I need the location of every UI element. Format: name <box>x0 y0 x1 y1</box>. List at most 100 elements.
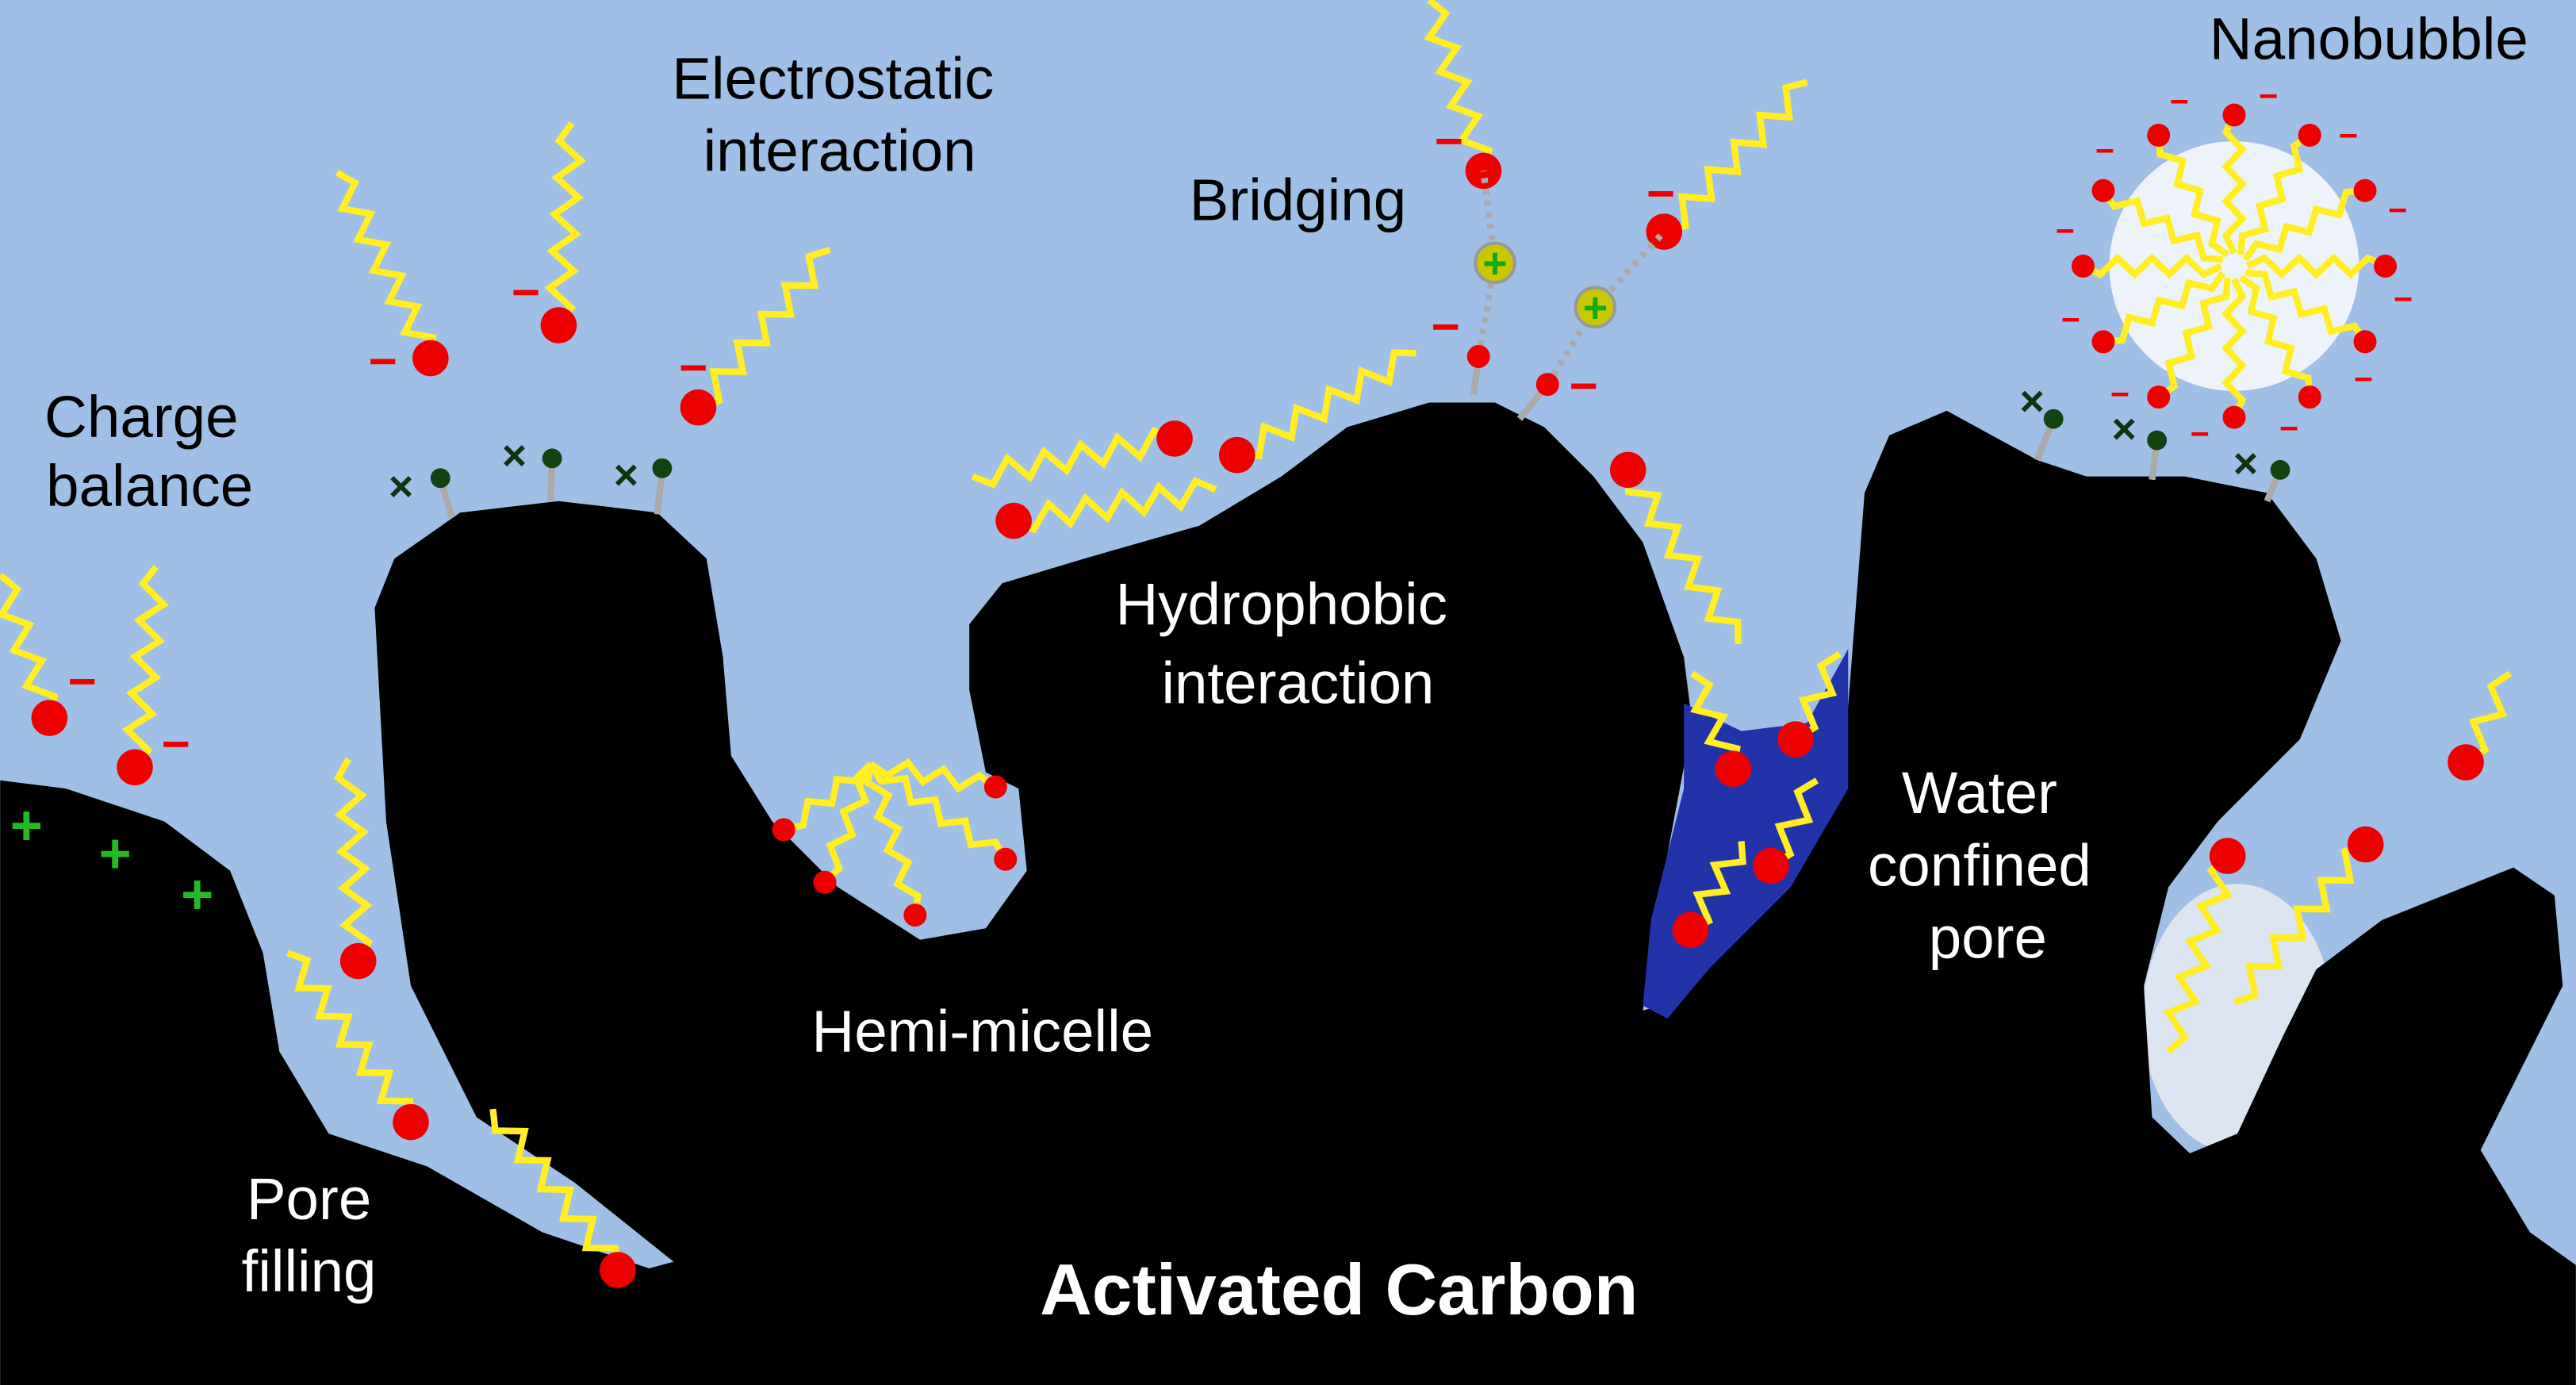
positive-charge: + <box>1583 284 1608 332</box>
surfactant-tail <box>333 757 374 963</box>
negative-charge: − <box>2056 213 2075 249</box>
surfactant-head <box>772 818 795 842</box>
cation-bridge <box>1574 286 1617 329</box>
surface-group <box>2270 459 2290 480</box>
surfactant-tail <box>2242 187 2366 262</box>
negative-charge: − <box>2191 416 2210 452</box>
surfactant-head <box>393 1103 429 1141</box>
surface-group-mark: × <box>2233 440 2258 488</box>
surfactant-head <box>994 847 1018 871</box>
label-pore-filling: Pore <box>247 1166 371 1232</box>
surfactant-tail <box>1663 79 1808 236</box>
nanobubble <box>2109 141 2359 391</box>
surfactant-head <box>2091 178 2115 202</box>
surfactant-tail <box>2244 269 2368 344</box>
negative-charge: − <box>1570 359 1598 413</box>
surfactant-tail <box>868 762 1009 861</box>
positive-charge: + <box>181 863 213 926</box>
label-hydrophobic: interaction <box>1161 650 1434 716</box>
surfactant-tail <box>1690 670 1741 770</box>
label-bridging: Bridging <box>1190 167 1407 233</box>
surfactant-head <box>2147 124 2171 148</box>
surfactant-head <box>2298 386 2321 409</box>
negative-charge: − <box>2061 301 2080 338</box>
surfactant-head <box>1609 451 1646 489</box>
label-charge-balance: balance <box>46 453 253 519</box>
surfactant-head <box>2353 330 2377 354</box>
surfactant-head <box>2209 838 2246 874</box>
surfactant-head <box>995 502 1032 539</box>
negative-charge: − <box>679 341 707 396</box>
bridge-link <box>1593 229 1667 310</box>
surfactant-head <box>680 389 717 426</box>
surfactant-tail <box>2245 253 2387 279</box>
surfactant-tail <box>1769 777 1819 869</box>
surface-group-mark: × <box>614 451 638 499</box>
surfactant-head <box>2222 405 2246 429</box>
label-pore-filling: filling <box>242 1238 377 1304</box>
surface-group-mark: × <box>502 432 527 479</box>
negative-charge: − <box>2170 83 2189 120</box>
surfactant-head <box>813 870 837 894</box>
negative-charge: − <box>2339 117 2358 154</box>
label-water-confined-pore: Water <box>1902 760 2057 826</box>
surfactant-head <box>1466 344 1490 368</box>
surfactant-tail <box>0 572 59 719</box>
surfactant-tail <box>1624 470 1742 644</box>
label-charge-balance: Charge <box>44 384 238 450</box>
surfactant-head <box>339 942 377 980</box>
surfactant-head <box>600 1252 636 1288</box>
surfactant-head <box>2147 386 2171 409</box>
surfactant-tail <box>2221 113 2248 255</box>
surfactant-head <box>903 904 927 927</box>
label-water-confined-pore: confined <box>1868 832 2091 898</box>
surfactant-head <box>2374 255 2398 278</box>
surfactant-tail <box>544 121 586 328</box>
surfactant-tail <box>2081 253 2223 279</box>
surfactant-tail <box>489 1108 622 1271</box>
negative-charge: − <box>2110 376 2129 412</box>
negative-charge: − <box>68 654 97 709</box>
surfactant-tail <box>2463 670 2513 765</box>
surface-group-mark: × <box>2112 405 2137 453</box>
negative-charge: − <box>2279 410 2298 447</box>
positive-charge: + <box>1482 240 1507 287</box>
negative-charge: − <box>2394 281 2413 317</box>
label-hydrophobic: Hydrophobic <box>1115 571 1447 637</box>
surfactant-head <box>2347 826 2384 863</box>
surfactant-tail <box>2100 188 2224 263</box>
surfactant-tail <box>2237 132 2312 255</box>
surfactant-head <box>540 307 577 343</box>
label-nanobubble: Nanobubble <box>2210 6 2528 72</box>
surface-group-mark: × <box>2020 378 2045 425</box>
surface-group <box>430 468 450 489</box>
surfactant-tail <box>2221 278 2248 419</box>
surfactant-tail <box>1689 841 1746 934</box>
surfactant-tail <box>697 246 831 411</box>
surface-group <box>652 458 673 478</box>
surfactant-tail <box>335 169 437 359</box>
bridge-link <box>1544 305 1598 386</box>
surface-group <box>2043 409 2064 429</box>
label-electrostatic: Electrostatic <box>672 45 994 111</box>
negative-charge: − <box>2095 132 2114 169</box>
surfactant-tail <box>1424 0 1493 172</box>
surfactant-tail <box>286 950 415 1122</box>
surfactant-head <box>1535 373 1559 397</box>
surfactant-head <box>1715 750 1752 788</box>
negative-charge: − <box>512 265 540 320</box>
surfactant-tail <box>2155 135 2230 258</box>
surfactant-tail <box>971 426 1176 489</box>
activated-carbon-surface <box>0 402 2576 1385</box>
surfactant-head <box>31 700 68 736</box>
surfactant-tail <box>1793 650 1842 742</box>
surfactant-tail <box>868 758 998 793</box>
surface-group <box>542 448 562 469</box>
negative-charge: − <box>2259 78 2278 114</box>
surfactant-head <box>117 749 153 786</box>
label-hemi-micelle: Hemi-micelle <box>811 999 1153 1065</box>
surfactant-tail <box>2103 270 2226 345</box>
diagram-labels: Electrostatic interaction Bridging Nanob… <box>44 6 2528 1330</box>
cation-bridge <box>1474 241 1516 285</box>
surfactant-head <box>1672 911 1709 949</box>
